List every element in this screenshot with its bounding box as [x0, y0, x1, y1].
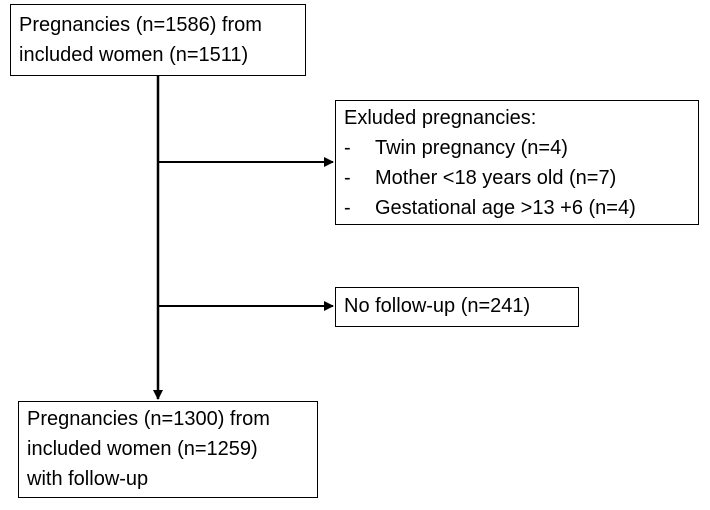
bullet-marker: - — [344, 137, 351, 159]
follow-up-line-1: Pregnancies (n=1300) from — [27, 408, 270, 430]
excluded-item: - Twin pregnancy (n=4) — [344, 133, 698, 163]
excluded-item: - Mother <18 years old (n=7) — [344, 163, 698, 193]
follow-up-line-2: included women (n=1259) — [27, 438, 258, 460]
excluded-item-gestational-age: Gestational age >13 +6 (n=4) — [375, 197, 636, 219]
included-pregnancies-line-2: included women (n=1511) — [19, 44, 249, 66]
pregnancies-with-follow-up-box: Pregnancies (n=1300) from included women… — [18, 401, 318, 498]
excluded-item: - Gestational age >13 +6 (n=4) — [344, 193, 698, 223]
bullet-marker: - — [344, 197, 351, 219]
excluded-title: Exluded pregnancies: — [344, 107, 537, 129]
no-follow-up-box: No follow-up (n=241) — [335, 287, 579, 327]
excluded-item-mother-age: Mother <18 years old (n=7) — [375, 167, 617, 189]
bullet-marker: - — [344, 167, 351, 189]
included-pregnancies-box: Pregnancies (n=1586) from included women… — [10, 4, 306, 76]
excluded-item-twin: Twin pregnancy (n=4) — [375, 137, 568, 159]
excluded-pregnancies-box: Exluded pregnancies: - Twin pregnancy (n… — [335, 100, 699, 225]
included-pregnancies-line-1: Pregnancies (n=1586) from — [19, 14, 262, 36]
follow-up-line-3: with follow-up — [27, 468, 149, 490]
no-follow-up-text: No follow-up (n=241) — [344, 295, 531, 317]
